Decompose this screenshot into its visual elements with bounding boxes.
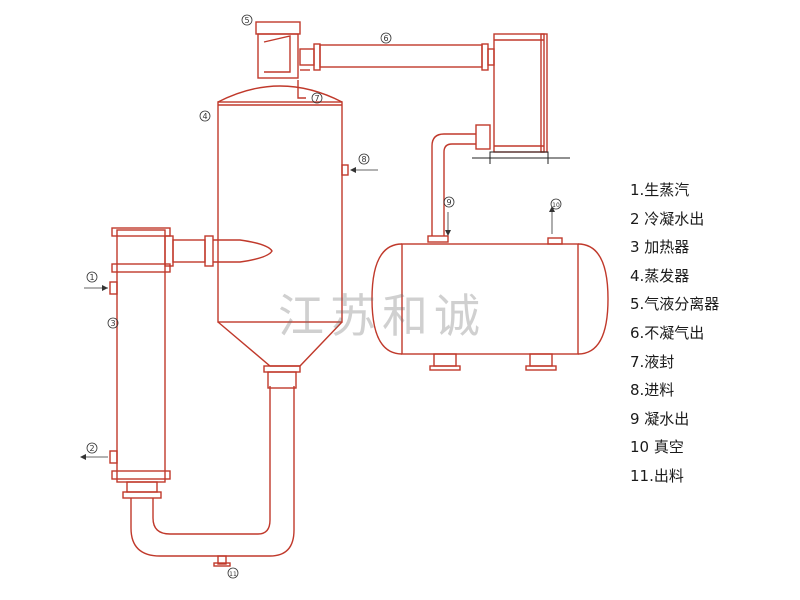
- condenser: [427, 33, 570, 243]
- legend-item: 11.出料: [630, 466, 684, 485]
- marker-3: 3: [107, 317, 119, 329]
- legend-item: 7.液封: [630, 352, 675, 371]
- svg-text:3: 3: [110, 319, 115, 328]
- svg-text:4: 4: [202, 112, 207, 121]
- legend-item: 4.蒸发器: [630, 266, 690, 285]
- watermark: 江苏和诚: [278, 289, 486, 343]
- circulation-pipe: [130, 365, 301, 567]
- marker-5: 5: [241, 14, 253, 26]
- svg-text:2: 2: [89, 444, 94, 453]
- svg-text:10: 10: [552, 202, 560, 209]
- svg-text:8: 8: [361, 155, 366, 164]
- legend: 1.生蒸汽 2 冷凝水出 3 加热器 4.蒸发器 5.气液分离器 6.不凝气出 …: [630, 176, 719, 491]
- marker-4: 4: [199, 110, 211, 122]
- legend-item: 2 冷凝水出: [630, 209, 705, 228]
- svg-text:11: 11: [229, 571, 237, 578]
- svg-text:1: 1: [89, 273, 94, 282]
- marker-7: 7: [311, 92, 323, 104]
- marker-9: 9: [443, 196, 455, 208]
- marker-11: 11: [227, 567, 239, 579]
- legend-item: 10 真空: [630, 438, 684, 457]
- marker-8: 8: [358, 153, 370, 165]
- legend-item: 9 凝水出: [630, 409, 690, 428]
- heater: [109, 227, 171, 499]
- legend-item: 1.生蒸汽: [630, 181, 690, 199]
- evaporator: [164, 80, 349, 367]
- svg-text:9: 9: [446, 198, 451, 207]
- marker-1: 1: [86, 271, 98, 283]
- flow-arrows: [80, 167, 555, 460]
- marker-2: 2: [86, 442, 98, 454]
- marker-6: 6: [380, 32, 392, 44]
- svg-text:5: 5: [244, 16, 249, 25]
- number-markers: 1 2 3 4 5 6 7 8 9 10 11: [86, 14, 562, 579]
- marker-10: 10: [550, 198, 562, 210]
- vapour-pipe: [299, 43, 495, 71]
- separator: [255, 21, 310, 79]
- legend-item: 8.进料: [630, 381, 675, 400]
- legend-item: 6.不凝气出: [630, 323, 705, 342]
- svg-text:6: 6: [383, 34, 388, 43]
- svg-text:7: 7: [314, 94, 319, 103]
- receiver-tank: [371, 237, 609, 371]
- legend-item: 3 加热器: [630, 238, 690, 257]
- legend-item: 5.气液分离器: [630, 295, 720, 314]
